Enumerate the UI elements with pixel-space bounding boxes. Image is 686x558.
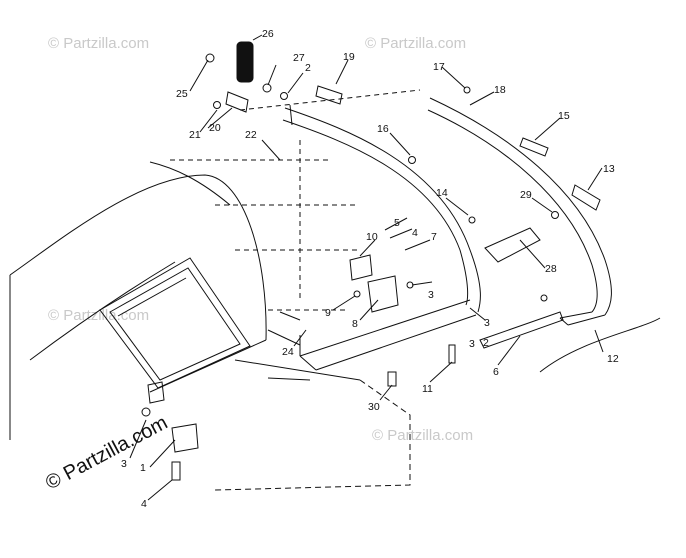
callout-label: 27 (293, 52, 305, 64)
bracket-13 (571, 184, 601, 211)
callout-label: 18 (494, 84, 506, 96)
knob-26 (236, 41, 254, 83)
callout-label: 4 (141, 498, 147, 510)
callout-label: 13 (603, 163, 615, 175)
callout-label: 7 (431, 231, 437, 243)
callout-label: 3 (121, 458, 127, 470)
bracket-15 (519, 137, 549, 157)
bumper (427, 97, 612, 326)
callout-label: 2 (483, 337, 489, 349)
bracket-6 (479, 311, 564, 349)
bolt-30 (387, 371, 397, 387)
watermark-text: © Partzilla.com (365, 35, 466, 52)
callout-label: 3 (469, 338, 475, 350)
callout-label: 1 (140, 462, 146, 474)
bolt-25 (205, 53, 215, 63)
callout-label: 12 (607, 353, 619, 365)
screw-9 (353, 290, 361, 298)
copyright-text: © Partzilla.com (42, 412, 171, 495)
callout-label: 9 (325, 307, 331, 319)
leader-lines (129, 34, 604, 501)
callout-label: 14 (436, 187, 448, 199)
callout-label: 17 (433, 61, 445, 73)
reference-lines (214, 317, 661, 491)
callout-label: 29 (520, 189, 532, 201)
callout-label: 6 (493, 366, 499, 378)
watermarks: © Partzilla.com © Partzilla.com © Partzi… (42, 35, 473, 494)
nut-3d (141, 407, 151, 417)
washer-27 (262, 83, 272, 93)
nut-2 (280, 92, 288, 100)
nut-29 (551, 211, 559, 219)
bolt-17 (463, 86, 471, 94)
callout-label: 30 (368, 401, 380, 413)
fasteners (141, 41, 559, 481)
callout-label: 3 (428, 289, 434, 301)
bracket-8 (367, 275, 399, 313)
bracket-10 (349, 254, 373, 281)
watermark-text: © Partzilla.com (372, 427, 473, 444)
bumper-frame (267, 104, 481, 371)
callout-label: 5 (394, 217, 400, 229)
watermark-text: © Partzilla.com (48, 35, 149, 52)
callout-label: 24 (282, 346, 294, 358)
callout-label: 26 (262, 28, 274, 40)
callout-label: 4 (412, 227, 418, 239)
callout-label: 3 (484, 317, 490, 329)
callout-label: 15 (558, 110, 570, 122)
nut-21 (213, 101, 221, 109)
callout-label: 11 (422, 383, 433, 395)
callout-label: 8 (352, 318, 358, 330)
bracket-20 (225, 91, 249, 113)
callout-label: 2 (305, 62, 311, 74)
bracket-1 (171, 423, 199, 453)
hood-body (9, 89, 421, 440)
callout-label: 28 (545, 263, 557, 275)
callout-label: 25 (176, 88, 188, 100)
callout-label: 10 (366, 231, 378, 243)
pin-11 (448, 344, 456, 364)
callout-label: 19 (343, 51, 355, 63)
bracket-3b (147, 381, 165, 404)
nut-3 (540, 294, 548, 302)
bolt-14 (468, 216, 476, 224)
brackets (147, 85, 601, 453)
washer-16 (408, 156, 416, 164)
bracket-28 (484, 227, 541, 263)
screw-4 (171, 461, 181, 481)
callout-label: 22 (245, 129, 257, 141)
callouts: 26 25 27 2 19 17 18 21 20 22 16 15 13 14… (121, 28, 619, 510)
callout-label: 21 (189, 129, 201, 141)
callout-label: 20 (209, 122, 221, 134)
watermark-text: © Partzilla.com (48, 307, 149, 324)
callout-label: 16 (377, 123, 389, 135)
bracket-19 (315, 85, 343, 105)
